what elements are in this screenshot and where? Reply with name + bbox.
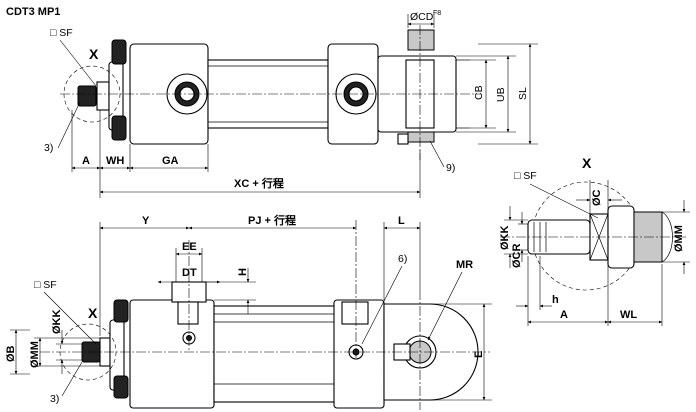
- bottom-sf-label: □ SF: [34, 279, 57, 291]
- drawing-title: CDT3 MP1: [6, 6, 60, 18]
- dim-kk-detail: ØKK: [499, 226, 511, 251]
- detail-x-label: X: [582, 155, 592, 171]
- dim-a-detail: A: [560, 309, 568, 321]
- clevis-pin: [407, 29, 435, 51]
- dim-cr: ØCR: [511, 244, 523, 269]
- dim-l: L: [398, 215, 405, 227]
- tie-rod-nut-lower: [113, 375, 129, 399]
- dim-mm-detail: ØMM: [673, 225, 685, 252]
- front-head-bottom: [129, 299, 215, 409]
- bottom-view: Y PJ + 行程 L EE DT H 6) MR E □ SF X: [5, 213, 492, 410]
- top-sf-label: □ SF: [50, 27, 73, 39]
- dim-sl: SL: [517, 87, 529, 100]
- dim-dt: DT: [182, 267, 197, 279]
- dim-cd-tolerance: F8: [433, 10, 441, 17]
- detail-view: X □ SF ØC ØKK ØCR: [499, 155, 690, 326]
- dim-wh: WH: [106, 155, 124, 167]
- top-view: □ SF X 3) 9) ØCD F8 CB UB SL A WH: [44, 10, 538, 198]
- dim-ub: UB: [495, 87, 507, 102]
- dim-a-top: A: [82, 155, 90, 167]
- tie-rod-nut-top: [111, 39, 127, 65]
- dim-kk-bottom: ØKK: [51, 310, 63, 335]
- dim-c: ØC: [591, 189, 603, 206]
- dim-ga: GA: [162, 155, 179, 167]
- bottom-callout-3: 3): [50, 393, 59, 405]
- top-x-label: X: [89, 46, 99, 62]
- rod-end: [77, 85, 97, 107]
- dim-h-detail: h: [552, 294, 559, 306]
- top-callout-9: 9): [446, 162, 455, 174]
- dim-b: ØB: [5, 345, 17, 362]
- tie-rod-nut-bottom: [111, 115, 127, 141]
- dim-cb: CB: [473, 85, 485, 100]
- dim-e: E: [473, 351, 485, 358]
- bottom-x-label: X: [88, 305, 98, 321]
- tie-rod-nut-upper: [113, 299, 129, 323]
- rod-nut: [96, 81, 110, 111]
- dim-wl: WL: [620, 309, 637, 321]
- dim-mr: MR: [456, 259, 473, 271]
- dim-pj: PJ + 行程: [248, 213, 296, 227]
- dim-cd: ØCD: [410, 11, 434, 23]
- detail-sf-label: □ SF: [514, 170, 537, 182]
- dim-mm-bottom: ØMM: [29, 341, 41, 368]
- detail-circle-top: [63, 65, 121, 123]
- dim-xc: XC + 行程: [234, 176, 284, 190]
- top-callout-3: 3): [44, 142, 53, 154]
- bottom-callout-6: 6): [398, 253, 407, 265]
- dim-y: Y: [142, 215, 150, 227]
- dim-h: H: [237, 268, 249, 276]
- dim-ee: EE: [182, 241, 197, 253]
- detail-circle-bottom: [59, 323, 117, 381]
